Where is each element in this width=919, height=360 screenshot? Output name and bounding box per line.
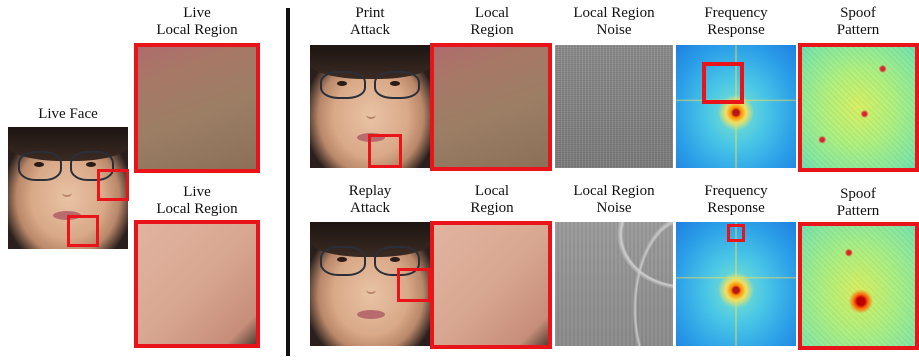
replay-noise-label: Local Region Noise (553, 183, 675, 217)
replay-frequency-label: Frequency Response (674, 183, 798, 217)
print-frequency-highlight-box (702, 62, 744, 104)
replay-frequency-highlight-box (727, 224, 745, 242)
print-local-region-label: Local Region (432, 5, 552, 39)
replay-noise-image (555, 222, 673, 346)
replay-attack-highlight-box (397, 268, 431, 302)
print-attack-highlight-box (368, 134, 402, 168)
print-noise-label: Local Region Noise (553, 5, 675, 39)
bottom-live-local-label: Live Local Region (134, 184, 260, 218)
right-eye (390, 81, 400, 86)
replay-attack-label: Replay Attack (310, 183, 430, 217)
replay-local-region-label: Local Region (432, 183, 552, 217)
left-eye (337, 257, 347, 262)
print-frequency-label: Frequency Response (674, 5, 798, 39)
top-live-local-label: Live Local Region (134, 5, 260, 39)
nose (62, 189, 72, 197)
highlight-box-chin (67, 215, 99, 247)
print-noise-image (555, 45, 673, 168)
right-eye (390, 257, 400, 262)
replay-spoof-pattern-frame (798, 222, 919, 350)
print-local-region-frame (430, 43, 552, 171)
highlight-box-cheek (97, 169, 129, 201)
bottom-live-local-frame (134, 220, 260, 348)
replay-spoof-label: Spoof Pattern (798, 186, 918, 220)
panel-divider (286, 8, 290, 356)
left-eye (34, 162, 44, 167)
print-spoof-label: Spoof Pattern (798, 5, 918, 39)
nose (366, 286, 376, 294)
right-eye (86, 162, 96, 167)
print-spoof-pattern-frame (798, 43, 919, 172)
replay-local-region-frame (430, 221, 552, 349)
print-attack-label: Print Attack (310, 5, 430, 39)
live-face-label: Live Face (8, 106, 128, 123)
left-eye (337, 81, 347, 86)
nose (366, 111, 376, 119)
lips (357, 310, 385, 319)
top-live-local-frame (134, 43, 260, 173)
